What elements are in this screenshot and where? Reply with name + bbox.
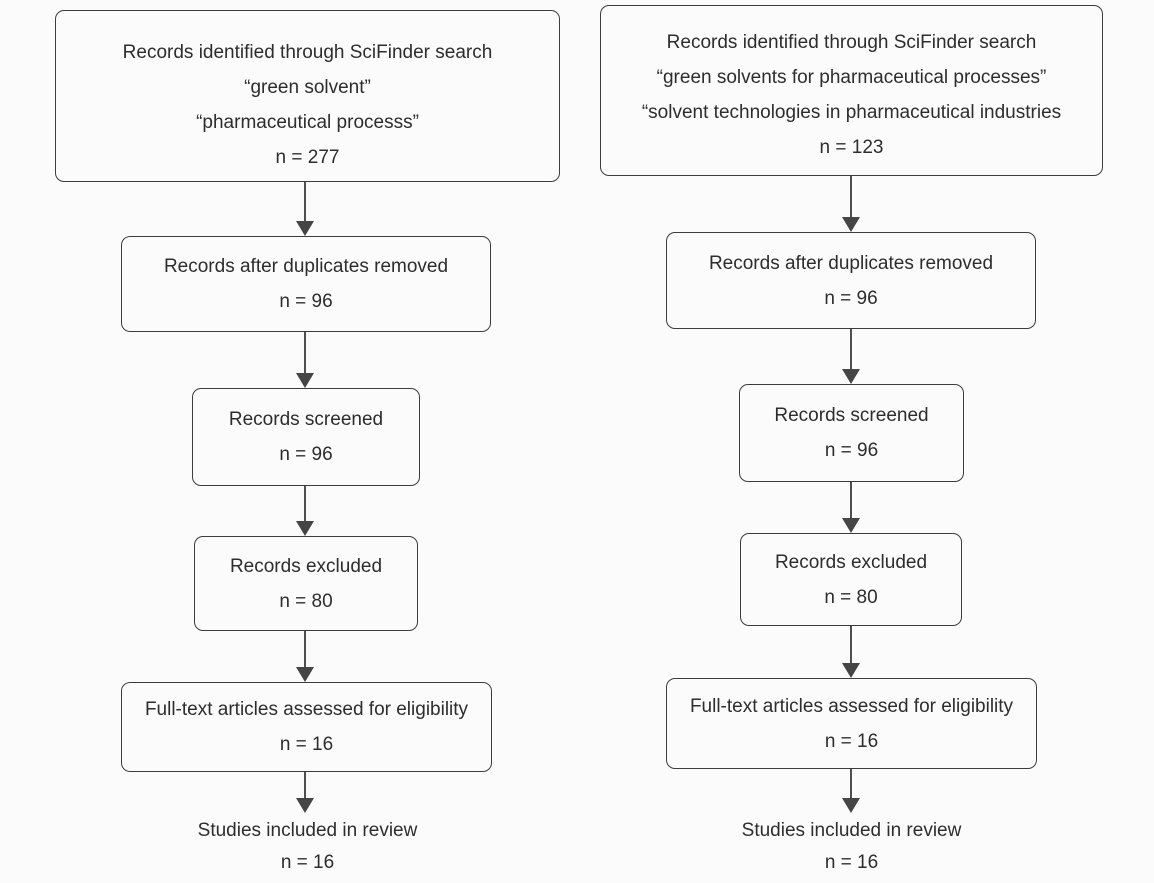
box-label: Full-text articles assessed for eligibil… [689,695,1014,717]
record-count: n = 80 [824,586,878,608]
right-box-duplicates-removed: Records after duplicates removed n = 96 [666,232,1036,329]
result-label: Studies included in review [741,820,962,841]
box-label: Records after duplicates removed [708,252,994,274]
record-count: n = 96 [824,440,879,461]
record-count: n = 96 [279,291,333,312]
record-count: n = 96 [824,287,878,309]
right-box-records-screened: Records screened n = 96 [739,384,964,482]
record-count: n = 16 [824,730,879,752]
right-box-fulltext-assessed: Full-text articles assessed for eligibil… [666,678,1037,769]
left-box-records-screened: Records screened n = 96 [192,388,420,486]
box-title: Records identified through SciFinder sea… [122,42,493,63]
search-query-2: “solvent technologies in pharmaceutical … [641,101,1062,123]
search-query-2: “pharmaceutical processs” [196,112,419,133]
box-title: Records identified through SciFinder sea… [666,31,1037,53]
search-query-1: “green solvents for pharmaceutical proce… [656,66,1047,88]
result-label: Studies included in review [197,820,418,841]
left-arrow-5 [296,772,314,813]
left-box-duplicates-removed: Records after duplicates removed n = 96 [121,236,491,332]
search-query-1: “green solvent” [244,77,371,98]
left-arrow-3 [296,486,314,536]
right-text-studies-included: Studies included in review n = 16 [600,815,1103,879]
right-arrow-2 [842,329,860,384]
record-count: n = 277 [275,147,340,168]
record-count: n = 16 [279,734,334,755]
record-count: n = 16 [280,852,335,873]
box-label: Records screened [228,409,384,430]
record-count: n = 96 [279,444,333,465]
box-label: Records after duplicates removed [163,256,449,277]
right-arrow-3 [842,482,860,533]
box-label: Records screened [774,405,929,426]
left-text-studies-included: Studies included in review n = 16 [55,815,560,879]
right-arrow-4 [842,626,860,678]
left-arrow-1 [296,182,314,236]
box-label: Records excluded [229,555,383,577]
left-box-fulltext-assessed: Full-text articles assessed for eligibil… [121,682,492,772]
record-count: n = 80 [279,590,333,612]
left-box-records-excluded: Records excluded n = 80 [194,536,418,631]
record-count: n = 123 [819,136,884,158]
box-label: Full-text articles assessed for eligibil… [144,699,469,720]
record-count: n = 16 [824,852,879,873]
right-box-records-excluded: Records excluded n = 80 [740,533,962,626]
box-label: Records excluded [774,551,928,573]
left-arrow-2 [296,332,314,388]
left-box-records-identified: Records identified through SciFinder sea… [55,10,560,182]
right-box-records-identified: Records identified through SciFinder sea… [600,5,1103,176]
left-arrow-4 [296,631,314,682]
right-arrow-1 [842,176,860,232]
right-arrow-5 [842,769,860,813]
